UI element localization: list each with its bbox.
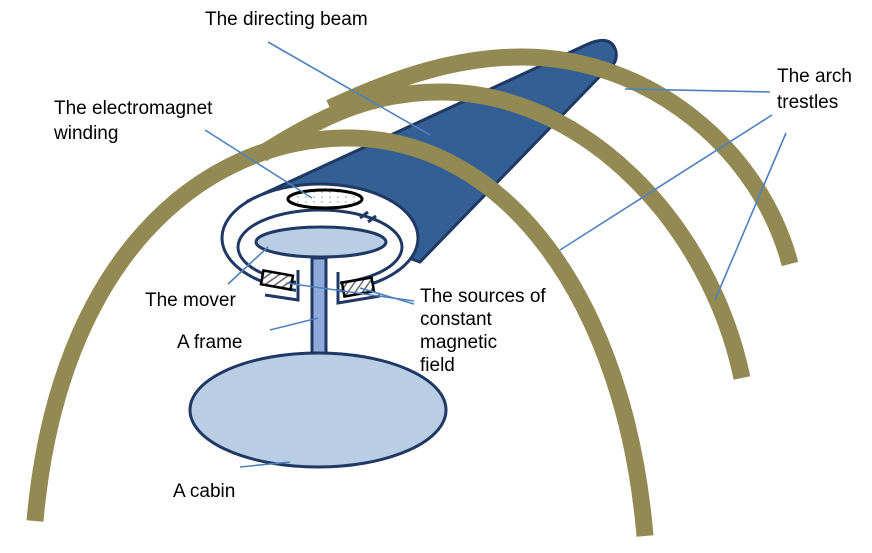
- label-cabin: A cabin: [173, 481, 235, 502]
- label-trestles: trestles: [777, 92, 838, 113]
- label-sources-1: The sources of: [420, 286, 546, 307]
- electromagnet-winding: [286, 188, 364, 210]
- label-winding: winding: [53, 123, 118, 144]
- frame: [310, 256, 328, 358]
- leader-arch-2: [559, 114, 773, 251]
- label-electromagnet: The electromagnet: [54, 98, 213, 119]
- cabin: [188, 351, 448, 469]
- label-mover: The mover: [145, 290, 236, 311]
- leader-sources-2: [359, 287, 415, 305]
- arch-trestle-front: [26, 129, 654, 537]
- leader-arch-3: [714, 132, 787, 301]
- leader-mover: [227, 246, 269, 285]
- label-sources-3: magnetic: [420, 332, 497, 353]
- arch-trestle-middle: [257, 83, 751, 380]
- arch-trestle-back: [326, 48, 799, 267]
- leader-arch-1: [624, 88, 771, 93]
- label-directing-beam: The directing beam: [205, 9, 368, 30]
- label-sources-2: constant: [420, 309, 493, 330]
- mover: [254, 225, 388, 259]
- label-arch: The arch: [777, 66, 852, 87]
- label-frame: A frame: [177, 332, 242, 353]
- magnet-left: [259, 269, 295, 291]
- leader-cabin: [239, 461, 291, 468]
- leader-winding: [204, 129, 313, 199]
- leader-beam: [267, 41, 431, 136]
- label-sources-4: field: [420, 355, 455, 376]
- leader-frame: [269, 317, 319, 331]
